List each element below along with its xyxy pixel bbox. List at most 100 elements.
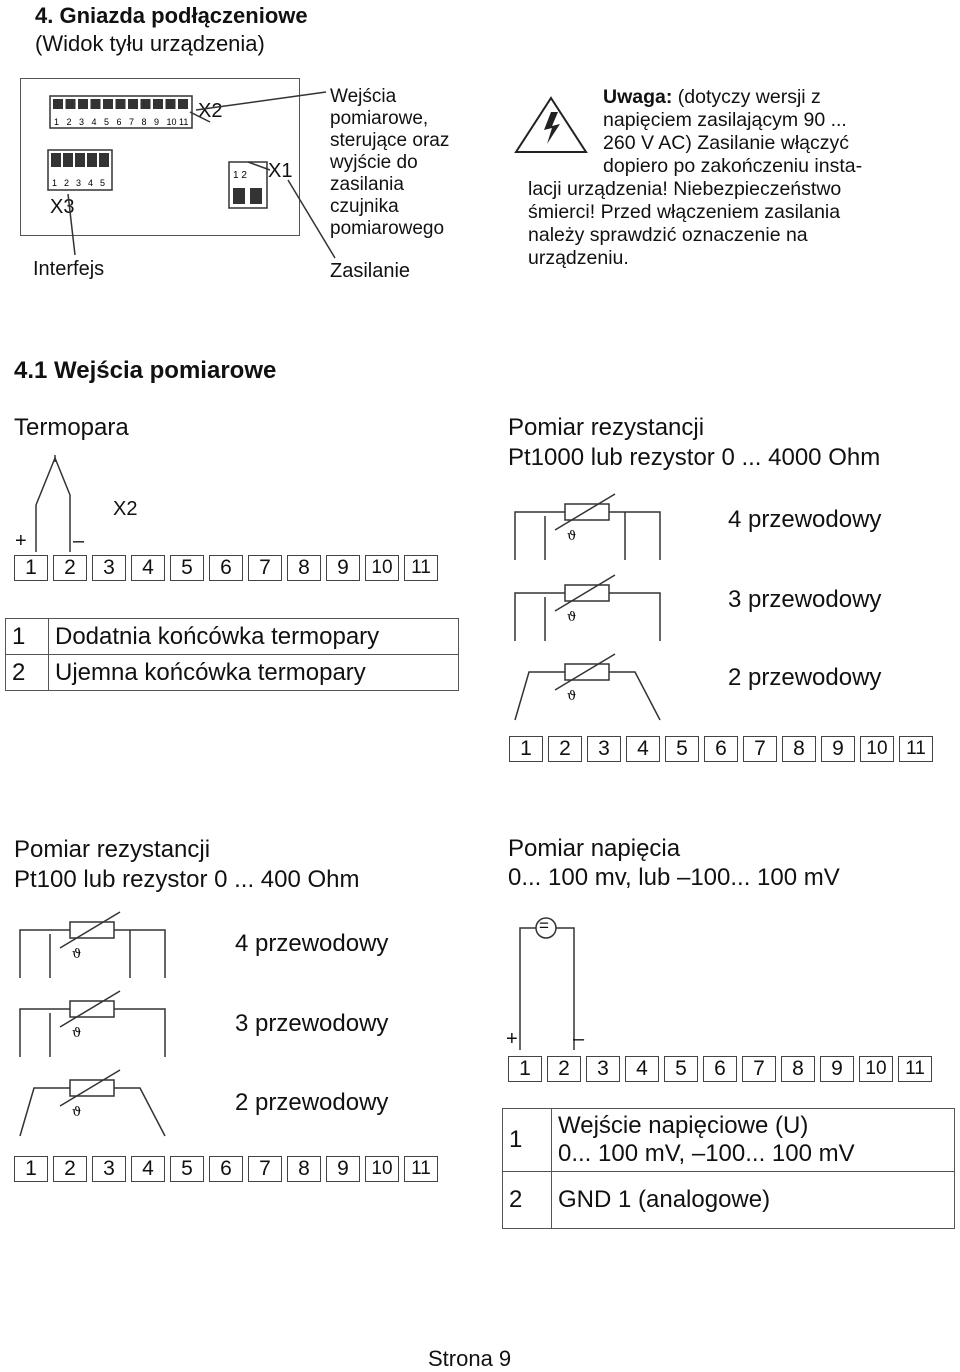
terminal-8: 8 [782, 736, 816, 762]
terminal-1: 1 [14, 1156, 48, 1182]
terminal-1: 1 [509, 736, 543, 762]
theta-symbol: ϑ [567, 610, 576, 625]
pt1000-3wire-label: 3 przewodowy [728, 586, 882, 613]
connector-x1-block: 1 2 [228, 161, 268, 209]
terminal-7: 7 [743, 736, 777, 762]
pin-label: 10 [167, 117, 177, 127]
terminal-5: 5 [170, 555, 204, 581]
plus-sign: + [15, 530, 27, 552]
theta-symbol: ϑ [72, 1026, 81, 1041]
pt100-title-2: Pt100 lub rezystor 0 ... 400 Ohm [14, 866, 360, 893]
terminal-5: 5 [170, 1156, 204, 1182]
terminal-6: 6 [703, 1056, 737, 1082]
terminal-3: 3 [92, 555, 126, 581]
pin-label: 5 [100, 178, 105, 188]
terminal-3: 3 [92, 1156, 126, 1182]
device-rear-view [20, 78, 300, 236]
terminal-6: 6 [209, 555, 243, 581]
terminal-4: 4 [625, 1056, 659, 1082]
pt1000-2wire-label: 2 przewodowy [728, 664, 882, 691]
thermocouple-title: Termopara [14, 414, 129, 441]
terminal-9: 9 [821, 736, 855, 762]
label-zasilanie: Zasilanie [330, 260, 411, 282]
voltage-plus-sign: + [506, 1028, 518, 1050]
terminal-6: 6 [704, 736, 738, 762]
pin-label: 2 [67, 117, 72, 127]
table-row: 2 GND 1 (analogowe) [502, 1171, 955, 1229]
pin-label: 1 [54, 117, 59, 127]
terminal-10: 10 [860, 736, 894, 762]
terminal-5: 5 [664, 1056, 698, 1082]
pt1000-title-2: Pt1000 lub rezystor 0 ... 4000 Ohm [508, 444, 881, 471]
inputs-description: Wejścia pomiarowe, sterujące oraz wyjści… [330, 86, 450, 239]
terminal-2: 2 [548, 736, 582, 762]
terminal-2: 2 [53, 1156, 87, 1182]
terminal-1: 1 [508, 1056, 542, 1082]
thermocouple-wiring [35, 455, 71, 552]
terminal-1: 1 [14, 555, 48, 581]
pin-label: 4 [88, 178, 93, 188]
terminal-8: 8 [781, 1056, 815, 1082]
pt1000-4wire-label: 4 przewodowy [728, 506, 882, 533]
terminal-9: 9 [820, 1056, 854, 1082]
pin-label: 3 [76, 178, 81, 188]
pin-label: 1 2 [233, 170, 247, 181]
label-interfejs: Interfejs [33, 258, 105, 280]
terminal-10: 10 [859, 1056, 893, 1082]
voltage-title-2: 0... 100 mv, lub –100... 100 mV [508, 864, 840, 891]
terminal-6: 6 [209, 1156, 243, 1182]
pin-label: 7 [129, 117, 134, 127]
terminal-10: 10 [365, 555, 399, 581]
terminal-11: 11 [898, 1056, 932, 1082]
label-x2-thermo: X2 [113, 498, 138, 520]
pin-label: 2 [64, 178, 69, 188]
pin-label: 6 [117, 117, 122, 127]
table-row: 1 Dodatnia końcówka termopary [5, 618, 459, 655]
voltage-table: 1 Wejście napięciowe (U) 0... 100 mV, –1… [502, 1108, 955, 1229]
terminal-8: 8 [287, 1156, 321, 1182]
voltage-minus-sign: – [573, 1028, 585, 1050]
pt100-title-1: Pomiar rezystancji [14, 836, 211, 863]
terminal-11: 11 [404, 1156, 438, 1182]
terminal-3: 3 [587, 736, 621, 762]
page-number: Strona 9 [428, 1346, 512, 1371]
pt100-wiring: ϑϑϑ [19, 911, 166, 1137]
minus-sign: – [73, 530, 85, 552]
terminal-4: 4 [131, 1156, 165, 1182]
pin-label: 3 [79, 117, 84, 127]
section-subtitle: (Widok tyłu urządzenia) [35, 31, 265, 56]
warning-triangle-icon [514, 96, 588, 153]
pt100-4wire-label: 4 przewodowy [235, 930, 389, 957]
pin-label: 8 [142, 117, 147, 127]
label-x1: X1 [268, 160, 293, 182]
subsection-title: 4.1 Wejścia pomiarowe [14, 357, 277, 384]
warning-label: Uwaga: [603, 86, 673, 108]
pin-label: 5 [104, 117, 109, 127]
terminal-10: 10 [365, 1156, 399, 1182]
leader-x2 [189, 111, 211, 123]
pin-label: 9 [154, 117, 159, 127]
table-row: 1 Wejście napięciowe (U) 0... 100 mV, –1… [502, 1108, 955, 1172]
leader-inputs [195, 91, 327, 111]
thermocouple-table: 1 Dodatnia końcówka termopary 2 Ujemna k… [5, 618, 459, 691]
theta-symbol: ϑ [72, 1105, 81, 1120]
terminal-7: 7 [248, 555, 282, 581]
terminal-5: 5 [665, 736, 699, 762]
table-row: 2 Ujemna końcówka termopary [5, 654, 459, 691]
pt1000-title-1: Pomiar rezystancji [508, 414, 705, 441]
voltage-title-1: Pomiar napięcia [508, 835, 681, 862]
pin-label: 4 [92, 117, 97, 127]
dc-symbol: = [539, 916, 549, 935]
pin-label: 1 [52, 178, 57, 188]
theta-symbol: ϑ [567, 529, 576, 544]
pt100-2wire-label: 2 przewodowy [235, 1089, 389, 1116]
terminal-8: 8 [287, 555, 321, 581]
warning-notice: Uwaga: (dotyczy wersji z napięciem zasil… [528, 86, 863, 269]
